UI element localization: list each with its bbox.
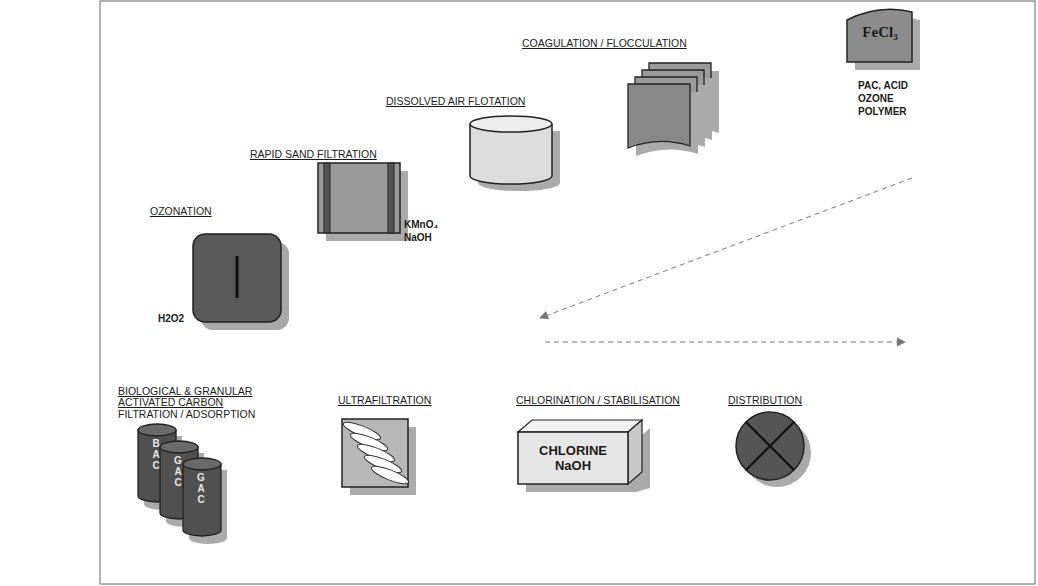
process-stage: OZONATION H2O2: [148, 203, 214, 327]
ozone-contactor-icon: [193, 234, 281, 322]
chemical-list: PAC, ACID OZONE POLYMER: [858, 79, 918, 118]
distribution-icon: [746, 422, 794, 470]
chemical-name: FeCl₃: [849, 24, 911, 41]
stage-heading: COAGULATION / FLOCCULATION: [522, 37, 687, 49]
ferric-chloride-icon: [847, 9, 920, 70]
process-stage: ULTRAFILTRATION: [336, 392, 434, 409]
carbon-filter-icon: [183, 458, 221, 470]
coagulation-icon: [628, 63, 719, 156]
ferric-chloride-icon: [847, 9, 912, 62]
flow-arrow: [545, 342, 905, 343]
distribution-icon: [736, 412, 804, 480]
flow-arrow: [540, 178, 912, 342]
chlorine-tank-icon: [518, 432, 628, 484]
ozone-contactor-icon: [193, 234, 289, 330]
coagulation-icon: [628, 84, 690, 148]
process-stage: DISTRIBUTION: [726, 392, 805, 409]
stage-subheading: FILTRATION / ADSORPTION: [118, 408, 255, 420]
sand-filter-icon: [324, 163, 330, 233]
chlorine-tank-icon: [628, 420, 642, 484]
chemical-name: H2O2: [158, 313, 184, 325]
distribution-icon: [746, 422, 794, 470]
dosing-box: FeCl₃ PAC, ACID OZONE POLYMER: [847, 22, 920, 120]
stage-heading: OZONATION: [150, 205, 212, 217]
stage-heading: ULTRAFILTRATION: [338, 394, 431, 406]
figure-frame: [100, 1, 1035, 584]
flotation-tank-icon: [470, 116, 552, 132]
carbon-filter-icon: [160, 441, 198, 453]
process-stage: CHLORINATION / STABILISATION CHLORINE NaO…: [514, 392, 682, 475]
flotation-tank-icon: [470, 116, 560, 191]
vessel-letters: BAC: [151, 438, 161, 471]
membrane-icon: [342, 419, 416, 495]
process-stage: RAPID SAND FILTRATION KMnO₄ NaOH: [248, 146, 446, 246]
chemical-list: KMnO₄ NaOH: [404, 218, 444, 244]
vessel-letters: GAC: [173, 455, 183, 488]
ozone-contactor-icon: [236, 256, 239, 298]
flow-arrow: [540, 178, 912, 318]
chlorine-tank-icon: [518, 420, 650, 492]
stage-heading: BIOLOGICAL & GRANULAR ACTIVATED CARBON: [118, 386, 268, 408]
chlorine-tank-icon: [518, 420, 642, 432]
stage-heading: DISTRIBUTION: [728, 394, 802, 406]
stage-heading: DISSOLVED AIR FLOTATION: [386, 95, 525, 107]
carbon-filter-icon: [138, 424, 227, 544]
distribution-icon: [736, 412, 811, 487]
process-stage: BIOLOGICAL & GRANULAR ACTIVATED CARBONFI…: [116, 384, 270, 423]
flotation-tank-icon: [470, 124, 552, 184]
sand-filter-icon: [318, 163, 400, 233]
carbon-filter-icon: [183, 464, 221, 536]
stage-heading: CHLORINATION / STABILISATION: [516, 394, 680, 406]
sand-filter-icon: [388, 163, 394, 233]
process-stage: DISSOLVED AIR FLOTATION: [384, 93, 528, 110]
carbon-filter-icon: [138, 424, 176, 436]
sand-filter-icon: [318, 163, 408, 241]
membrane-icon: [370, 463, 411, 487]
figure-frame: [100, 1, 1035, 584]
stage-heading: RAPID SAND FILTRATION: [250, 148, 377, 160]
process-stage: COAGULATION / FLOCCULATION: [520, 35, 689, 52]
chemical-list: CHLORINE NaOH: [523, 443, 623, 473]
vessel-letters: GAC: [196, 472, 206, 505]
